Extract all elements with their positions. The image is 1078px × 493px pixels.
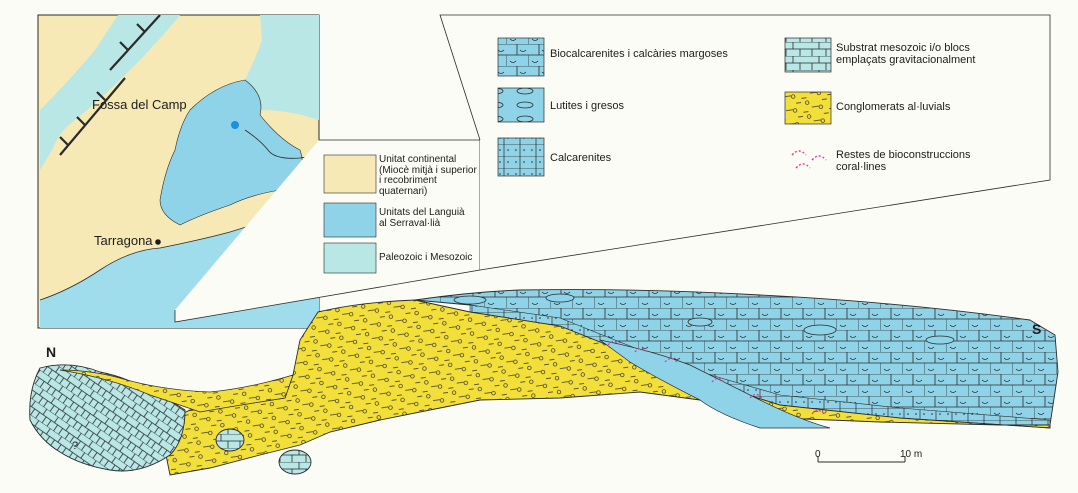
- legend-swatch-biocalcarenite: [497, 37, 545, 77]
- legend-swatch-lutite: [497, 87, 545, 123]
- legend-swatch-languian: [323, 202, 377, 238]
- city-dot: [155, 239, 161, 245]
- region-label: Fossa del Camp: [92, 97, 187, 112]
- scale-end-label: 10 m: [900, 449, 923, 460]
- legend-swatch-conglomerate: [784, 91, 832, 125]
- section-legend-label-conglomerate: Conglomerats al·luvials: [836, 101, 951, 113]
- section-legend-frame: [439, 14, 1051, 271]
- languian-basin: [159, 79, 303, 226]
- channel-fill: [599, 339, 831, 429]
- map-legend-label-languian: Unitats del Languià al Serraval·lià: [379, 207, 465, 229]
- section-legend-panel: [439, 14, 1051, 271]
- north-label: N: [46, 344, 57, 360]
- map-legend-label-continental: Unitat continental (Miocè mitjà i superi…: [379, 154, 477, 197]
- fault-lines: [59, 14, 161, 156]
- biocalcarenite-strata: [414, 289, 1059, 426]
- legend-swatch-coral: [791, 150, 827, 169]
- cross-section: [29, 289, 1059, 476]
- section-legend-label-coral: Restes de bioconstruccions coral·lines: [836, 149, 971, 173]
- map-legend-label-paleozoic: Paleozoic i Mesozoic: [379, 252, 473, 263]
- substrate-block-north: [29, 364, 186, 472]
- section-legend-label-calcarenite: Calcarenites: [550, 152, 612, 164]
- lutite-lenses: [453, 293, 955, 345]
- coral-marks: [607, 340, 825, 415]
- conglomerate-thin-north: [59, 369, 294, 413]
- south-label: S: [1032, 321, 1042, 337]
- legend-swatch-paleozoic: [323, 242, 377, 274]
- site-marker: [231, 121, 239, 129]
- map-legend-panel: [174, 139, 481, 323]
- unknown-label: ?: [72, 440, 79, 452]
- substrate-block-small-2: [278, 449, 312, 475]
- paleozoic-area-east: [244, 15, 319, 120]
- scale-start-label: 0: [815, 449, 821, 460]
- substrate-block-small-1: [215, 428, 245, 452]
- legend-swatch-calcarenite: [497, 137, 545, 177]
- section-legend-label-lutite: Lutites i gresos: [550, 100, 624, 112]
- section-legend-label-substrate: Substrat mesozoic i/o blocs emplaçats gr…: [836, 42, 976, 66]
- section-legend-label-biocalcarenite: Biocalcarenites i calcàries margoses: [550, 48, 728, 60]
- paleozoic-area: [40, 15, 180, 170]
- legend-swatch-continental: [323, 154, 377, 194]
- city-label: Tarragona: [94, 233, 153, 248]
- legend-swatch-substrate: [784, 37, 832, 73]
- scale-bar: [817, 456, 906, 463]
